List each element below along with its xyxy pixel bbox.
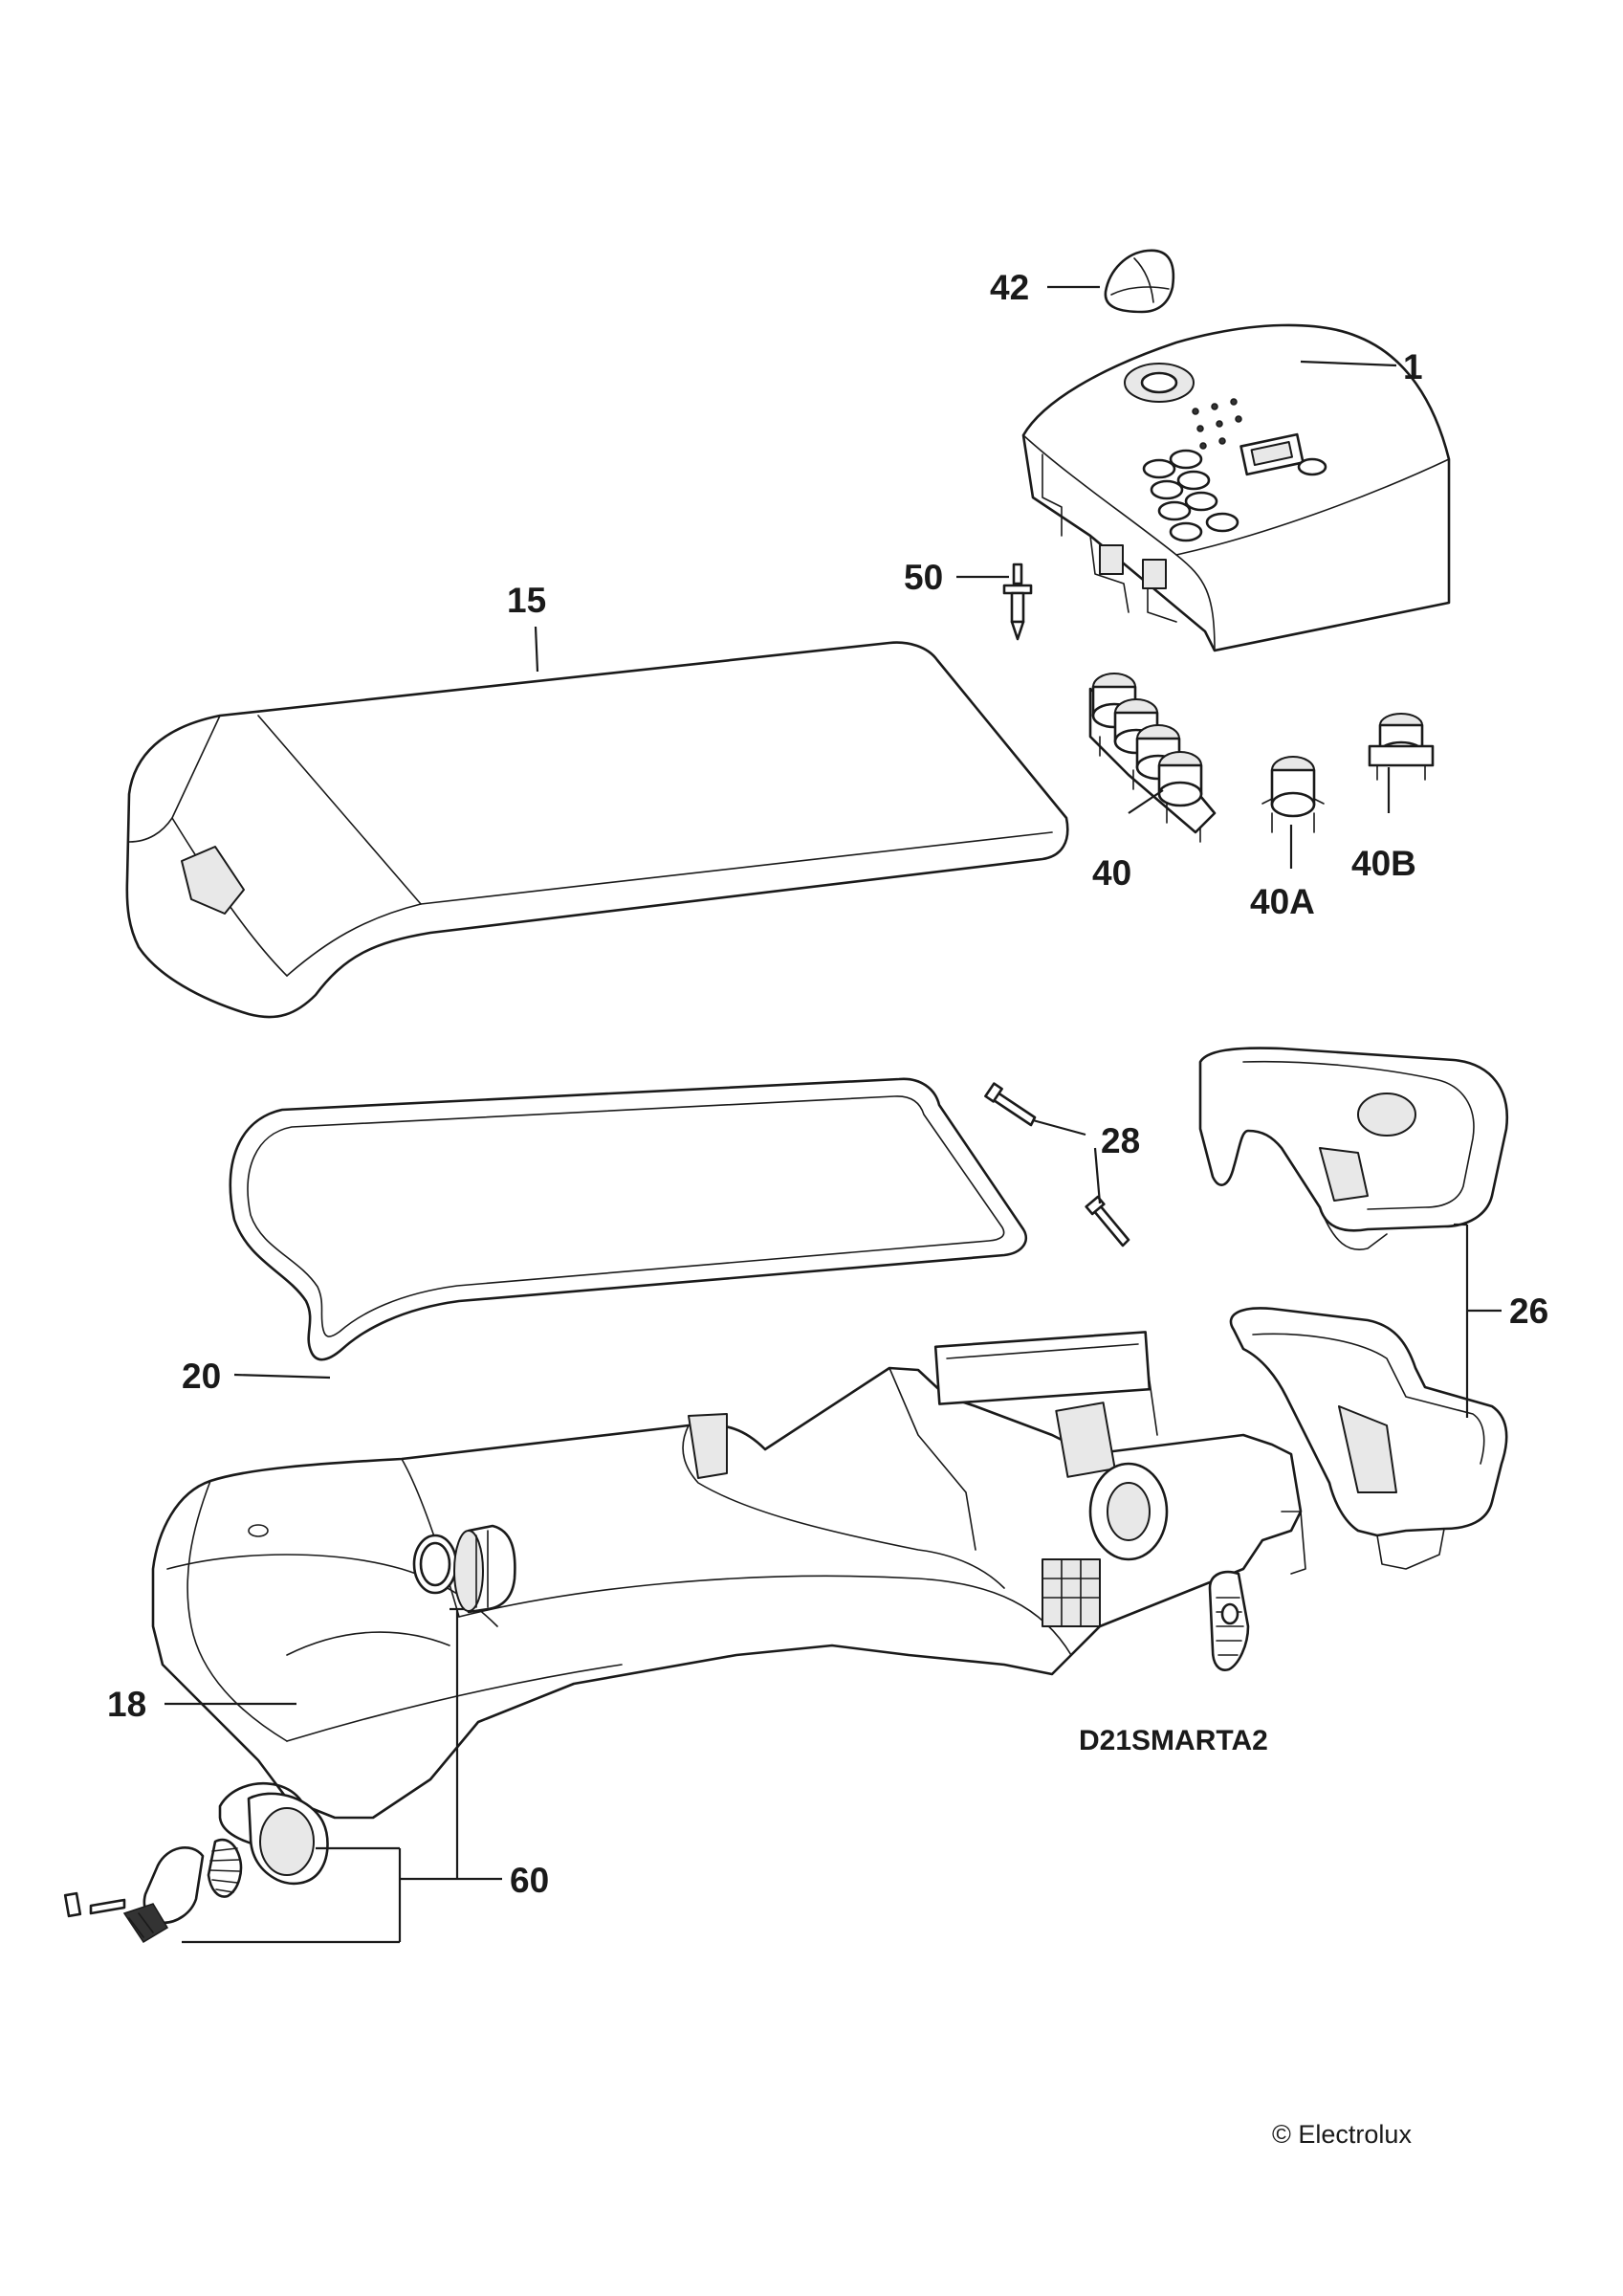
- panel-button-slots: [1142, 449, 1327, 542]
- copyright-notice: © Electrolux: [1272, 2120, 1412, 2149]
- part-26-handle-lower: [1229, 1307, 1508, 1570]
- part-15-lid: [125, 641, 1069, 1019]
- callout-50: 50: [904, 558, 943, 597]
- callout-42: 42: [990, 268, 1029, 307]
- part-18-dispenser-base: [151, 1331, 1306, 1820]
- callout-20: 20: [182, 1357, 221, 1396]
- part-1-control-panel: [1021, 323, 1451, 652]
- part-40-button-strip: [1088, 673, 1217, 843]
- part-40A-button: [1261, 756, 1325, 833]
- callout-40A: 40A: [1250, 882, 1315, 921]
- part-50-pin: [1002, 563, 1033, 641]
- callout-18: 18: [107, 1685, 146, 1724]
- leader-lines: [164, 285, 1502, 1944]
- callout-28: 28: [1101, 1121, 1140, 1160]
- callout-1: 1: [1403, 347, 1423, 386]
- callout-26: 26: [1509, 1292, 1548, 1331]
- callout-labels: 42 1 50 15 40 40A 40B 28 26 20 18 60: [107, 268, 1548, 1900]
- part-40B-button: [1368, 713, 1435, 781]
- callout-15: 15: [507, 581, 546, 620]
- part-42-knob: [1104, 249, 1175, 314]
- callout-60: 60: [510, 1861, 549, 1900]
- part-26-handle-upper: [1198, 1047, 1509, 1250]
- callout-40: 40: [1092, 853, 1131, 893]
- drawing-code: D21SMARTA2: [1079, 1725, 1268, 1756]
- part-20-gasket: [229, 1077, 1028, 1361]
- callout-40B: 40B: [1351, 844, 1416, 883]
- part-60-outlet-set: [63, 1524, 516, 1944]
- part-28-pins: [984, 1082, 1130, 1247]
- panel-led-dots: [1192, 398, 1242, 450]
